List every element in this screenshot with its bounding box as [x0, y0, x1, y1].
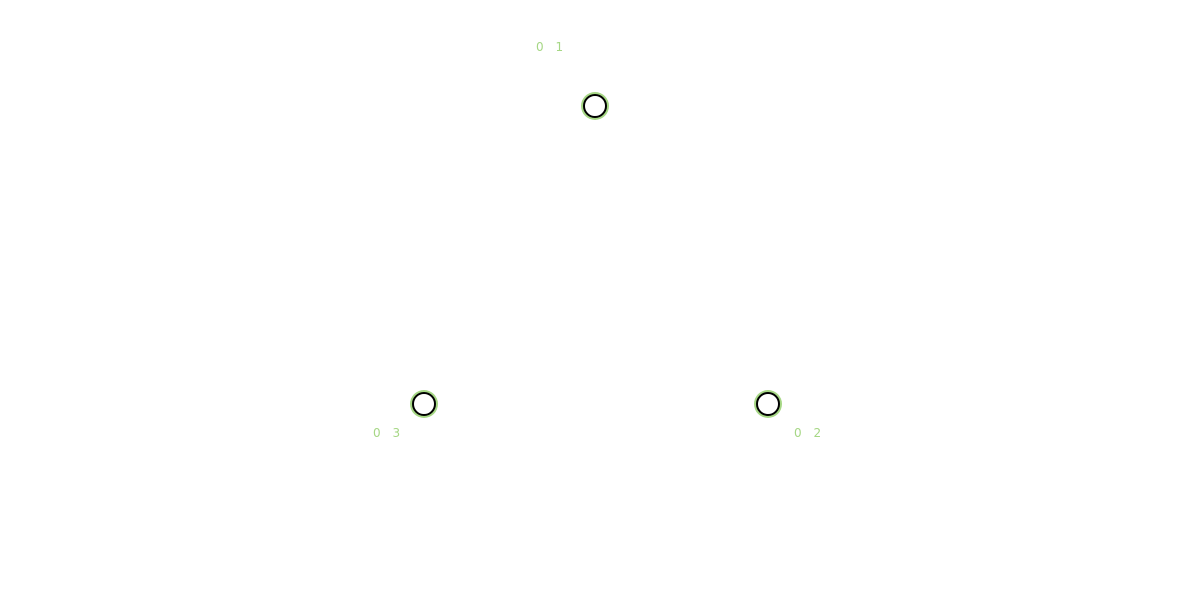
node-01[interactable]: [583, 94, 607, 118]
node-label-03: 0 3: [373, 426, 405, 440]
node-02[interactable]: [756, 392, 780, 416]
node-label-01: 0 1: [536, 40, 568, 54]
node-label-02: 0 2: [794, 426, 826, 440]
node-03[interactable]: [412, 392, 436, 416]
